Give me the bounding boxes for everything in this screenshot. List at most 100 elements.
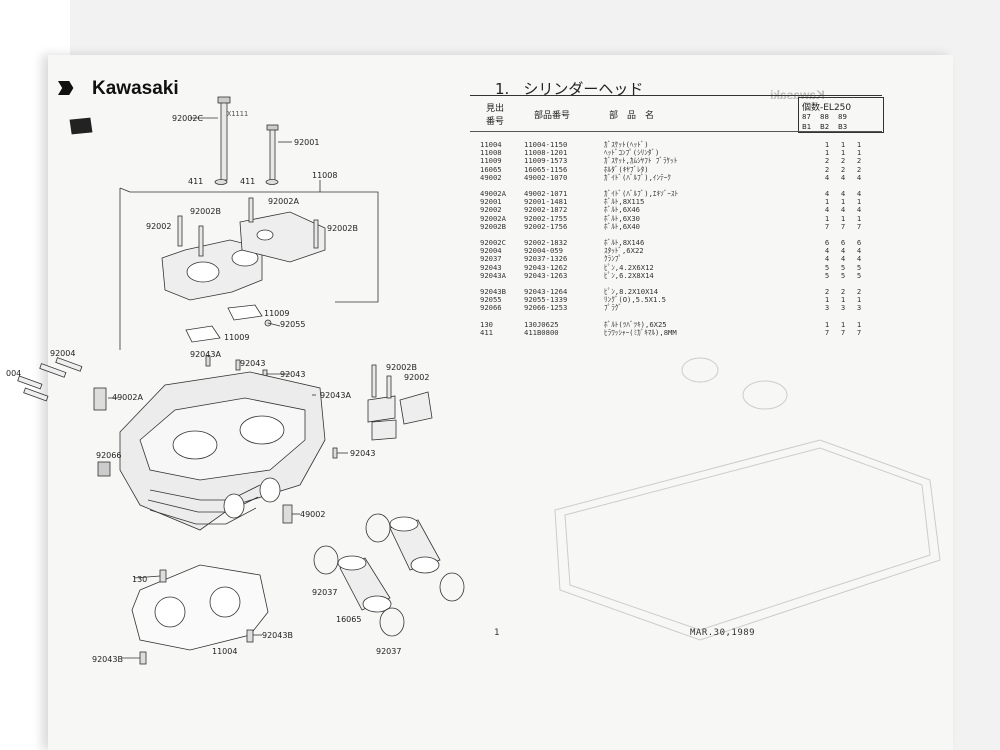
part-name: ﾍｯﾄﾞｺﾝﾌﾟ(ｼﾘﾝﾀﾞ) (604, 148, 660, 158)
part-name: ﾎﾞﾙﾄ,6X40 (604, 221, 641, 231)
part-name: ﾋﾟﾝ,8.2X10X14 (604, 287, 659, 296)
part-name-header: 部 品 名 (609, 111, 655, 121)
qty-value: 4 (824, 205, 830, 215)
part-number: 92002-1755 (524, 213, 568, 223)
label-11009: 11009 (224, 333, 249, 342)
qty-value: 1 (840, 213, 846, 223)
ref-number: 130 (480, 319, 493, 329)
part-number: 92043-1263 (524, 270, 568, 280)
kawasaki-logo-icon (58, 81, 74, 95)
label-92043: 92043 (350, 449, 375, 458)
part-number: 11004-1150 (524, 140, 568, 149)
label-92066: 92066 (96, 451, 121, 460)
part-number: 11008-1201 (524, 148, 568, 158)
qty-value: 4 (840, 246, 846, 256)
part-name: ﾌﾟﾗｸﾞ (604, 303, 622, 313)
ref-number: 11004 (480, 140, 502, 149)
qty-value: 1 (840, 319, 846, 329)
ref-number: 92043B (480, 287, 506, 296)
qty-value: 2 (840, 164, 846, 174)
label-11009: 11009 (264, 309, 289, 318)
type-label: B1 (802, 123, 812, 131)
qty-value: 6 (856, 238, 862, 247)
part-number: 92043-1264 (524, 287, 568, 296)
qty-value: 6 (840, 238, 846, 247)
part-name: ﾋﾟﾝ,4.2X6X12 (604, 262, 654, 272)
model-qty-header: 個数-EL250 87 88 89 B1 B2 B3 (798, 97, 884, 133)
ref-number: 92037 (480, 254, 502, 264)
qty-value: 4 (856, 172, 862, 182)
label-92002A: 92002A (268, 197, 299, 206)
qty-value: 4 (856, 205, 862, 215)
year-label: 87 (802, 113, 811, 121)
qty-value: 7 (840, 327, 846, 337)
qty-value: 2 (856, 287, 862, 296)
qty-value: 1 (856, 213, 862, 223)
qty-value: 4 (840, 205, 846, 215)
qty-value: 2 (856, 156, 862, 166)
label-92002C: 92002C (172, 114, 203, 123)
label-16065: 16065 (336, 615, 361, 624)
qty-value: 1 (824, 148, 830, 158)
year-label: 88 (820, 113, 829, 121)
ref-header-2: 番号 (486, 117, 505, 127)
qty-value: 7 (824, 221, 830, 231)
label-92043: 92043 (240, 359, 265, 368)
qty-value: 1 (840, 140, 846, 149)
brand-name: Kawasaki (92, 78, 179, 99)
qty-value: 7 (824, 327, 830, 337)
type-label: B3 (838, 123, 848, 131)
qty-value: 4 (824, 172, 830, 182)
qty-value: 2 (856, 164, 862, 174)
qty-value: 1 (856, 148, 862, 158)
type-label: B2 (820, 123, 830, 131)
part-number: 92037-1326 (524, 254, 568, 264)
qty-value: 7 (856, 327, 862, 337)
qty-value: 1 (824, 319, 830, 329)
qty-value: 4 (824, 189, 830, 198)
ref-number: 92066 (480, 303, 502, 313)
page-number: 1 (494, 628, 500, 638)
ref-number: 92002A (480, 213, 506, 223)
part-name: ﾎﾞﾙﾄ,8X115 (604, 197, 645, 207)
label-92043B: 92043B (92, 655, 123, 664)
qty-value: 1 (840, 148, 846, 158)
qty-value: 2 (840, 156, 846, 166)
label-11008: 11008 (312, 171, 337, 180)
qty-value: 1 (840, 197, 846, 207)
ref-number: 16065 (480, 164, 502, 174)
part-number: 130J0625 (524, 319, 559, 329)
catalog-stamp: X1111 (227, 110, 249, 118)
qty-value: 2 (824, 164, 830, 174)
qty-value: 2 (824, 287, 830, 296)
part-name: ﾋﾗﾜｯｼｬｰ(ﾐｶﾞｷﾏﾙ),8MM (604, 327, 677, 337)
brand-logo: Kawasaki (58, 78, 179, 100)
label-92055: 92055 (280, 320, 305, 329)
qty-value: 4 (824, 246, 830, 256)
ref-number: 49002A (480, 189, 506, 198)
part-name: ﾎﾞﾙﾄ(ﾂﾊﾞﾂｷ),6X25 (604, 319, 667, 329)
label-92002B: 92002B (190, 207, 221, 216)
part-number: 92004-059 (524, 246, 563, 256)
model-types: B1 B2 B3 (802, 122, 862, 132)
year-label: 89 (838, 113, 847, 121)
page-title: 1.シリンダーヘッド (495, 78, 643, 99)
model-title: 個数-EL250 (802, 103, 852, 113)
ref-number: 92001 (480, 197, 502, 207)
